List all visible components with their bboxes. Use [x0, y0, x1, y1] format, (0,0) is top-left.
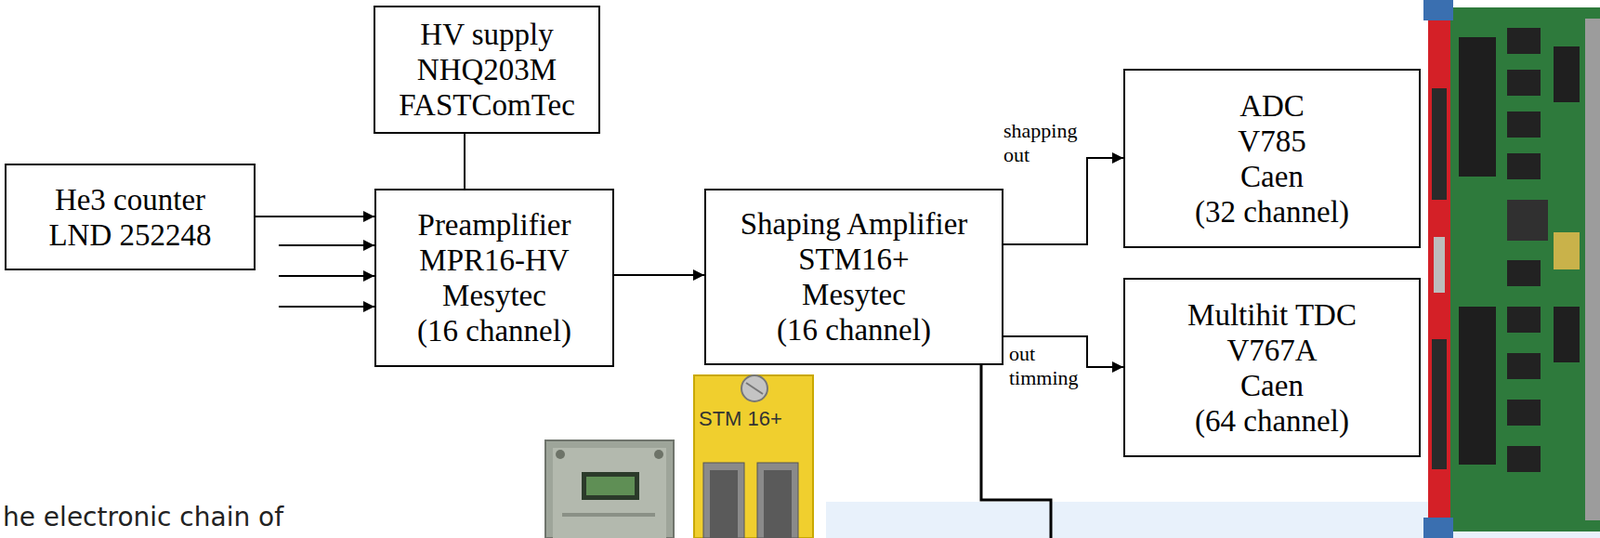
input-arrow — [278, 305, 375, 308]
board-chip — [1458, 306, 1496, 465]
photo-screw — [555, 449, 565, 460]
photo-screw — [654, 449, 664, 460]
module-knob — [741, 375, 768, 402]
text-line: shapping — [1003, 118, 1077, 144]
text-line: NHQ203M — [398, 52, 576, 88]
text-line: out — [1003, 143, 1077, 168]
board-chip — [1507, 69, 1541, 96]
module-connector-inner — [763, 470, 792, 538]
module-connector — [757, 462, 799, 538]
box-text: Multihit TDC V767A Caen (64 channel) — [1187, 297, 1357, 439]
text-line: (16 channel) — [740, 312, 969, 348]
text-line: out — [1009, 341, 1079, 367]
text-line: He3 counter — [48, 182, 211, 218]
text-line: Caen — [1187, 367, 1357, 404]
photo-panel — [545, 440, 674, 538]
board-handle — [1423, 517, 1454, 538]
box-text: Shaping Amplifier STM16+ Mesytec (16 cha… — [740, 206, 969, 348]
process-box: Preamplifier MPR16-HV Mesytec (16 channe… — [374, 188, 615, 368]
box-text: Preamplifier MPR16-HV Mesytec (16 channe… — [417, 207, 572, 349]
board-chip — [1507, 111, 1541, 138]
process-box: He3 counter LND 252248 — [4, 163, 256, 271]
photo-display — [581, 472, 640, 500]
board-component — [1553, 232, 1580, 270]
module-front — [694, 375, 814, 538]
text-line: LND 252248 — [48, 217, 211, 253]
module-label: STM 16+ — [698, 406, 783, 432]
connector — [614, 274, 705, 276]
photo-face — [552, 447, 667, 538]
board-chip — [1507, 353, 1541, 380]
board-chip — [1553, 46, 1580, 103]
text-line: Shaping Amplifier — [740, 206, 969, 242]
text-line: (64 channel) — [1187, 403, 1357, 439]
process-box: Multihit TDC V767A Caen (64 channel) — [1123, 277, 1421, 458]
board-backplane-connector — [1585, 18, 1600, 521]
module-connector — [703, 462, 745, 538]
process-box: HV supply NHQ203M FASTComTec — [373, 5, 601, 134]
box-text: HV supply NHQ203M FASTComTec — [398, 16, 576, 123]
input-arrow — [278, 244, 375, 247]
text-line: (32 channel) — [1194, 194, 1350, 230]
connector — [255, 215, 375, 218]
board-chip — [1507, 260, 1541, 287]
board-chip — [1507, 399, 1541, 426]
box-text: He3 counter LND 252248 — [48, 182, 211, 253]
board-connector — [1431, 339, 1447, 470]
process-box: Shaping Amplifier STM16+ Mesytec (16 cha… — [704, 188, 1004, 366]
text-line: timming — [1009, 366, 1079, 391]
text-line: (16 channel) — [417, 313, 572, 349]
board-chip — [1458, 37, 1496, 177]
module-knob-slot — [746, 382, 763, 394]
slide-text: he electronic chain of — [2, 501, 284, 534]
board-pcb — [1449, 7, 1600, 532]
board-handle — [1423, 0, 1454, 21]
board-chip — [1553, 306, 1580, 363]
text-line: ADC — [1194, 88, 1350, 124]
text-line: STM16+ — [740, 241, 969, 277]
text-line: V767A — [1187, 332, 1357, 368]
text-line: Caen — [1194, 158, 1350, 195]
connector — [463, 133, 466, 189]
text-line: Mesytec — [740, 276, 969, 313]
box-text: ADC V785 Caen (32 channel) — [1194, 88, 1350, 230]
hv-supply-photo — [545, 440, 674, 538]
board-connector — [1431, 88, 1447, 200]
text-line: HV supply — [398, 16, 576, 53]
module-connector-inner — [709, 470, 738, 538]
text-line: Mesytec — [417, 277, 572, 314]
text-line: V785 — [1194, 123, 1350, 159]
board-front-panel — [1428, 0, 1451, 538]
text-line: MPR16-HV — [417, 242, 572, 278]
edge-label: out timming — [1007, 341, 1081, 391]
text-line: FASTComTec — [398, 87, 576, 123]
board-chip — [1507, 27, 1541, 54]
cable-wire — [981, 365, 1051, 538]
board-chip — [1507, 199, 1548, 241]
edge-label: shapping out — [1001, 118, 1079, 168]
board-chip — [1507, 445, 1541, 473]
text-line: Preamplifier — [417, 207, 572, 243]
photo-detail — [562, 512, 656, 517]
input-arrow — [278, 275, 375, 277]
connector — [1003, 157, 1124, 245]
board-chip — [1507, 153, 1541, 180]
vme-board-photo — [1423, 0, 1600, 538]
process-box: ADC V785 Caen (32 channel) — [1123, 68, 1421, 249]
stm-module-photo — [694, 375, 814, 538]
board-chip — [1507, 306, 1541, 333]
connector-group — [255, 133, 1124, 368]
photo-display-glow — [586, 476, 635, 496]
board-led-block — [1433, 236, 1445, 293]
text-line: Multihit TDC — [1187, 297, 1357, 333]
